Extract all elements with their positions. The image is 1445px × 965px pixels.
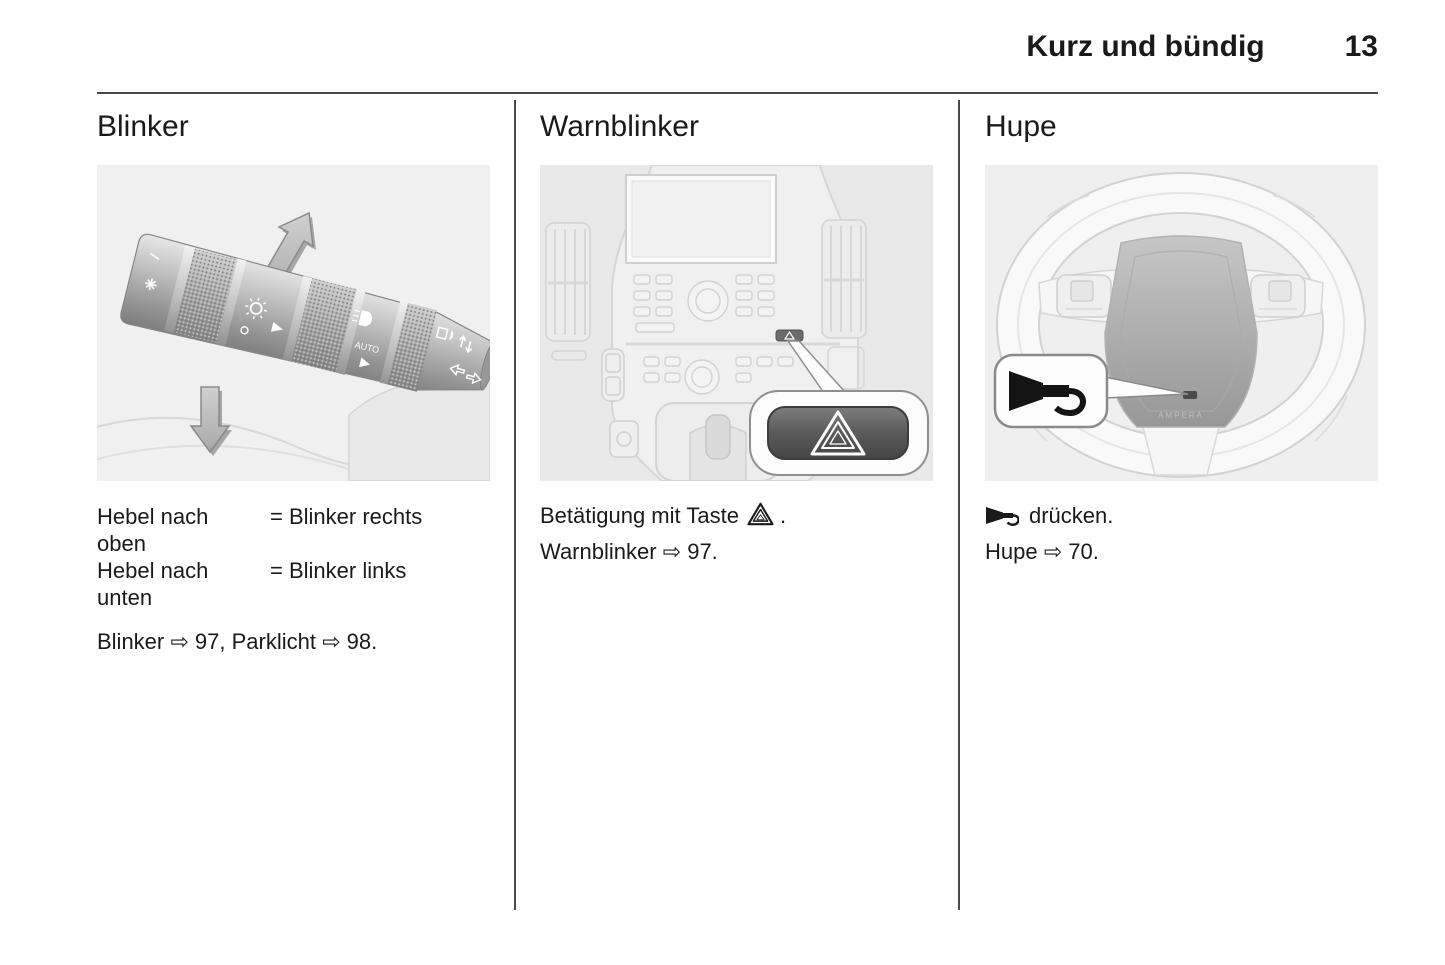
horn-icon xyxy=(1009,371,1086,416)
action-text: Betätigung mit Taste. xyxy=(540,502,787,528)
turn-signal-lever: AUTO xyxy=(120,233,490,392)
page-header-title: Kurz und bündig xyxy=(1026,30,1265,63)
steering-wheel-buttons xyxy=(1056,274,1306,318)
header-rule xyxy=(97,92,1378,94)
light-switch-symbols-icon xyxy=(240,297,283,335)
hazard-button-on-console xyxy=(775,329,804,342)
column-divider-1 xyxy=(514,100,516,910)
steering-wheel-figure: AMPERA xyxy=(985,165,1378,481)
down-arrow-icon xyxy=(189,386,232,456)
section-warnblinker: Warnblinker xyxy=(540,112,933,567)
airbag-pad xyxy=(1104,235,1258,428)
hazard-warning-triangle-icon xyxy=(747,502,774,526)
right-air-vent xyxy=(821,219,867,390)
action-text: drücken. xyxy=(985,501,1378,531)
page-header: Kurz und bündig 13 xyxy=(97,30,1378,64)
section-hupe: Hupe xyxy=(985,112,1378,567)
horn-icon xyxy=(986,507,1020,526)
table-row: Hebel nach oben = Blinker rechts xyxy=(97,503,490,557)
lever-result: = Blinker links xyxy=(270,558,407,583)
hazard-warning-button xyxy=(767,406,909,460)
lower-spoke xyxy=(1142,426,1220,476)
lever-direction: Hebel nach oben xyxy=(97,504,209,556)
horn-marker xyxy=(1183,391,1197,399)
table-row: Hebel nach unten = Blinker links xyxy=(97,557,490,611)
lever-result: = Blinker rechts xyxy=(270,504,423,529)
center-console-figure xyxy=(540,165,933,481)
steering-wheel-badge: AMPERA xyxy=(1158,411,1204,420)
section-heading-blinker: Blinker xyxy=(97,110,189,143)
lever-direction: Hebel nach unten xyxy=(97,558,209,610)
left-switches xyxy=(601,348,639,458)
gear-shifter xyxy=(655,402,781,481)
left-air-vent xyxy=(545,222,591,361)
lever-direction-table: Hebel nach oben = Blinker rechts Hebel n… xyxy=(97,503,490,611)
section-blinker: Blinker xyxy=(97,112,490,657)
column-divider-2 xyxy=(958,100,960,910)
hazard-warning-triangle-icon xyxy=(810,410,866,456)
lower-button-cluster xyxy=(643,356,794,395)
upper-button-cluster xyxy=(633,274,775,333)
section-heading-hupe: Hupe xyxy=(985,110,1057,143)
flash-and-turn-symbols-icon xyxy=(435,326,482,385)
cross-reference: Hupe ⇨ 70. xyxy=(985,539,1099,564)
page-number: 13 xyxy=(1344,30,1378,63)
cross-reference: Blinker ⇨ 97, Parklicht ⇨ 98. xyxy=(97,629,378,654)
cross-reference: Warnblinker ⇨ 97. xyxy=(540,539,718,564)
section-heading-warnblinker: Warnblinker xyxy=(540,110,699,143)
turn-signal-stalk-figure: AUTO xyxy=(97,165,490,481)
leveling-symbol-icon xyxy=(144,252,160,291)
